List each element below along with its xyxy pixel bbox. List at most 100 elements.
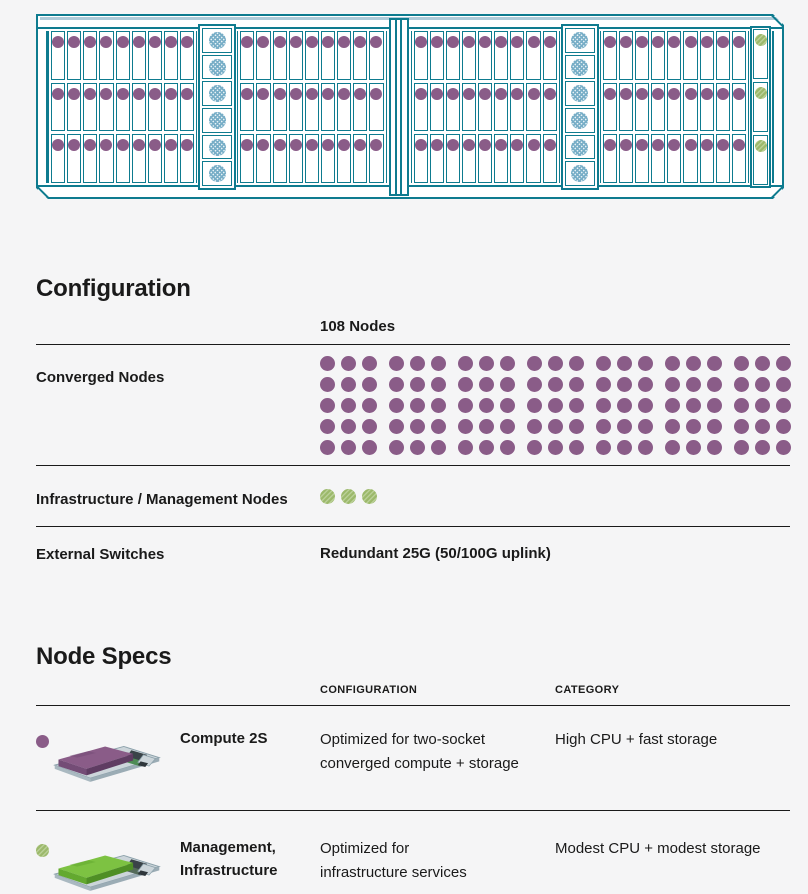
compute-name: Compute 2S	[180, 730, 268, 748]
rack-node-slot	[526, 31, 540, 80]
rack-slot-row	[240, 31, 383, 80]
converged-node-dot	[117, 36, 129, 48]
converged-node-dot	[68, 139, 80, 151]
converged-node-dot	[638, 419, 653, 435]
converged-node-dot	[527, 377, 542, 393]
rack-node-slot	[164, 134, 178, 183]
converged-node-dot	[617, 398, 632, 414]
converged-node-dot	[100, 88, 112, 100]
management-server-image	[53, 855, 161, 892]
rack-infra-column	[750, 26, 771, 188]
converged-node-dot	[320, 419, 335, 435]
converged-node-dot	[447, 88, 459, 100]
infrastructure-nodes-row: Infrastructure / Management Nodes	[36, 466, 790, 527]
switch-module-dot	[209, 85, 226, 102]
converged-node-dot	[52, 88, 64, 100]
converged-node-dot	[84, 88, 96, 100]
switch-module-dot	[571, 165, 588, 182]
converged-node-dot	[165, 88, 177, 100]
converged-node-dot	[354, 88, 366, 100]
rack-node-slot	[667, 31, 681, 80]
converged-node-dot	[338, 36, 350, 48]
rack-node-slot	[83, 134, 97, 183]
external-switches-label: External Switches	[36, 545, 165, 563]
converged-node-dot	[431, 377, 446, 393]
converged-node-dot	[638, 398, 653, 414]
converged-node-dot	[596, 440, 611, 456]
converged-node-dot	[341, 419, 356, 435]
converged-node-dot	[495, 36, 507, 48]
converged-node-dot	[354, 139, 366, 151]
rack-node-slot	[164, 83, 178, 132]
converged-node-dot	[133, 139, 145, 151]
converged-node-dot	[133, 88, 145, 100]
rack-switch-box	[202, 161, 232, 186]
management-media-cell	[36, 831, 180, 893]
converged-node-dot	[500, 398, 515, 414]
converged-node-dot	[257, 36, 269, 48]
converged-node-dot	[617, 440, 632, 456]
rack-node-slot	[510, 83, 524, 132]
converged-node-dot	[84, 139, 96, 151]
converged-node-dot	[431, 398, 446, 414]
converged-node-dot	[52, 36, 64, 48]
infra-node-dot	[341, 489, 356, 505]
converged-node-dot	[100, 139, 112, 151]
rack-node-slot	[132, 31, 146, 80]
converged-node-dot	[733, 36, 745, 48]
rack-node-slot	[543, 83, 557, 132]
rack-node-slot	[494, 134, 508, 183]
converged-node-dot	[500, 419, 515, 435]
converged-node-dot	[463, 36, 475, 48]
rack-node-slot	[321, 134, 335, 183]
converged-node-dot	[665, 419, 680, 435]
converged-node-dot	[415, 88, 427, 100]
converged-node-dot	[569, 356, 584, 372]
converged-node-dot	[341, 440, 356, 456]
rack-node-slot	[414, 83, 428, 132]
converged-node-dot	[68, 88, 80, 100]
converged-dot-group	[527, 356, 584, 456]
rack-slot-row	[51, 83, 194, 132]
converged-node-dot	[685, 36, 697, 48]
rack-slot-row	[414, 83, 557, 132]
converged-node-dot	[306, 139, 318, 151]
converged-node-dot	[638, 440, 653, 456]
rack-node-slot	[132, 83, 146, 132]
converged-node-dot	[707, 440, 722, 456]
converged-node-dot	[306, 36, 318, 48]
rack-infra-slot	[753, 135, 768, 185]
converged-node-dot	[463, 88, 475, 100]
rack-slot-row	[603, 134, 746, 183]
rack-node-slot	[414, 31, 428, 80]
rack-right-rail	[772, 31, 782, 183]
infra-node-dot	[755, 140, 767, 152]
rack-node-slot	[430, 31, 444, 80]
switch-module-dot	[209, 112, 226, 129]
converged-node-dot	[389, 440, 404, 456]
converged-node-dot	[548, 356, 563, 372]
converged-node-dot	[458, 440, 473, 456]
empty-header-cell	[180, 684, 320, 696]
management-configuration: Optimized for infrastructure services	[320, 840, 467, 881]
compute-configuration: Optimized for two-socket converged compu…	[320, 731, 519, 772]
configuration-table-header: 108 Nodes	[36, 318, 790, 346]
rack-infra-slot	[753, 29, 768, 79]
converged-node-dot	[431, 36, 443, 48]
infra-dot-row	[320, 489, 790, 505]
converged-node-dot	[241, 88, 253, 100]
converged-node-dot	[415, 36, 427, 48]
rack-infra-slot	[753, 82, 768, 132]
converged-node-dot	[638, 356, 653, 372]
infra-node-dot	[755, 34, 767, 46]
rack-left-rail	[38, 31, 48, 183]
converged-node-dot	[149, 36, 161, 48]
converged-node-dot	[338, 139, 350, 151]
rack-node-slot	[700, 31, 714, 80]
converged-node-dot	[389, 377, 404, 393]
converged-node-dot	[755, 419, 770, 435]
converged-node-dot	[149, 139, 161, 151]
converged-node-dot	[685, 88, 697, 100]
rack-node-slot	[462, 83, 476, 132]
